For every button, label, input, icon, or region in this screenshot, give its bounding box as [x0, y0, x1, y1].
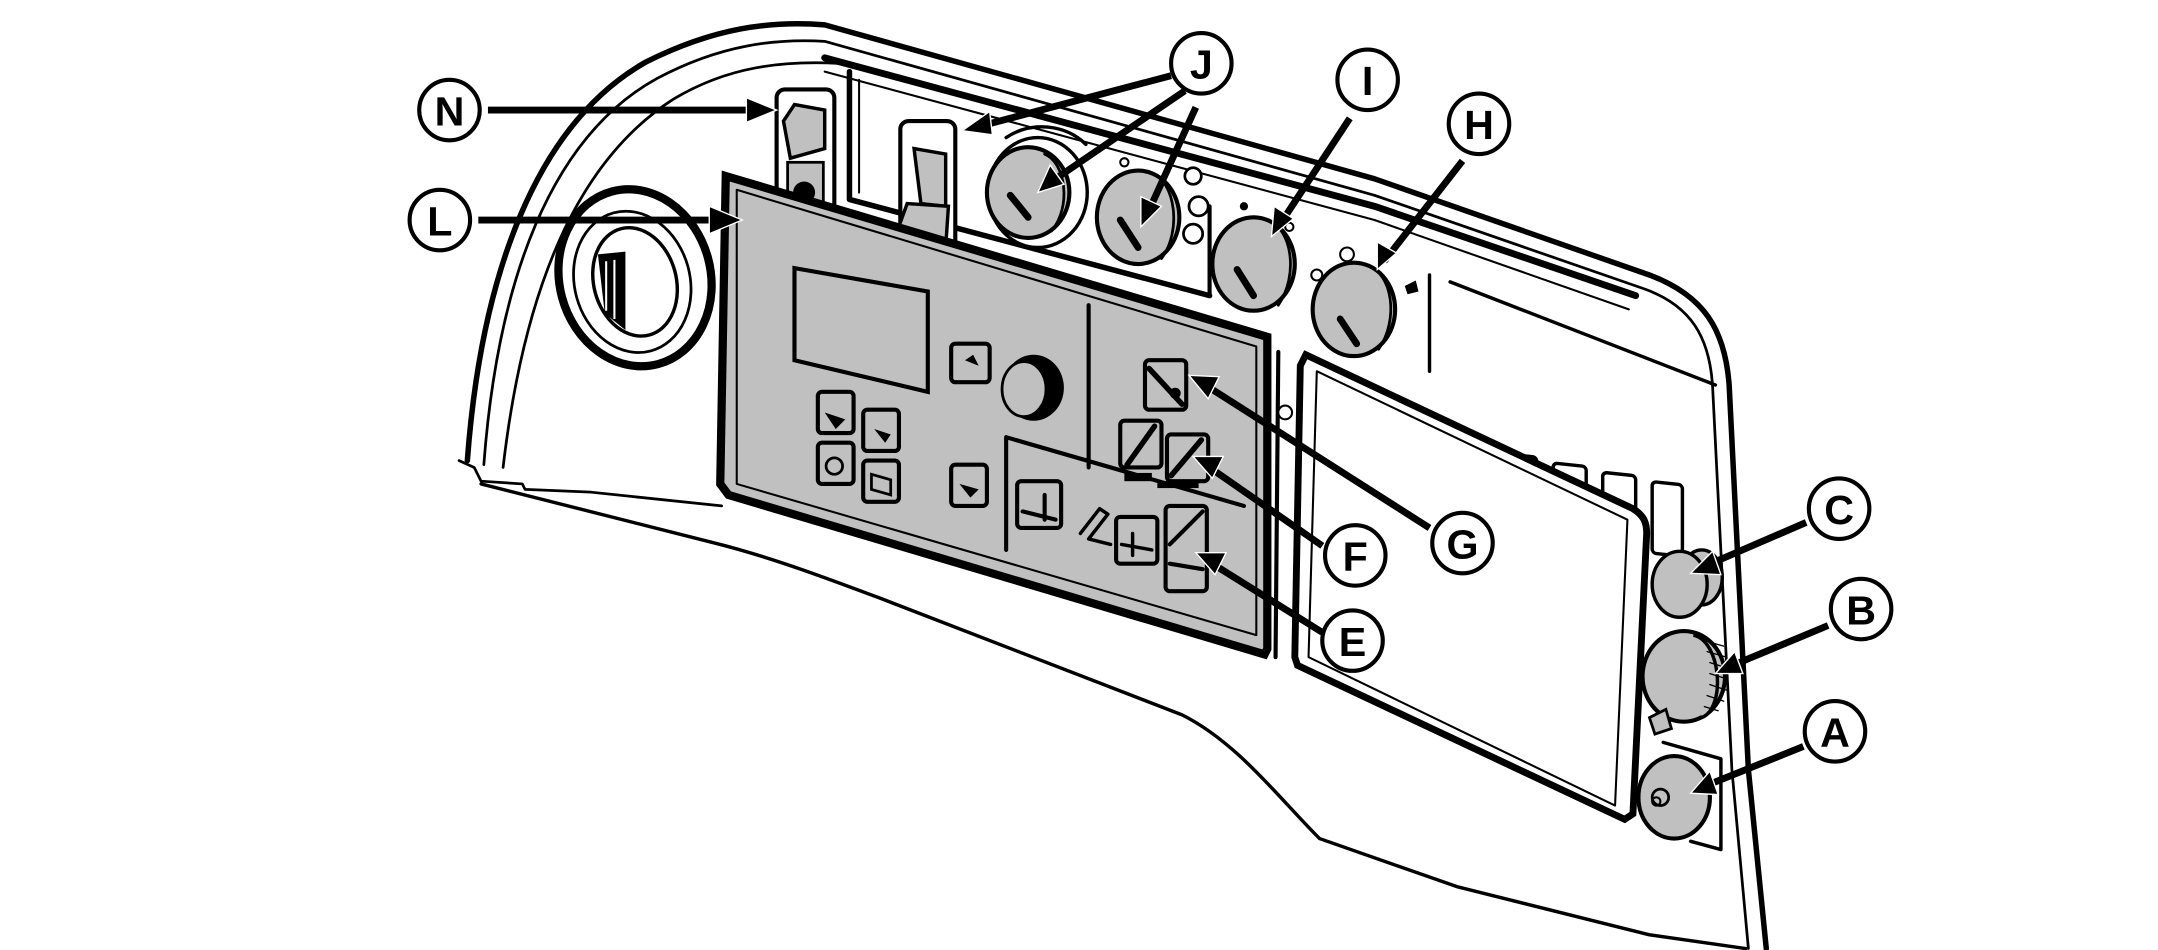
callout-a: A [1802, 699, 1868, 764]
svg-text:L: L [427, 198, 452, 244]
callout-c: C [1806, 476, 1872, 541]
arrowheads [708, 96, 1744, 796]
console-housing [457, 21, 1770, 950]
svg-text:N: N [435, 88, 465, 134]
panel-rotary-encoder[interactable] [1000, 354, 1064, 421]
callout-n: N [417, 77, 482, 143]
knob-a[interactable] [1636, 740, 1723, 852]
panel-button-grid[interactable] [815, 389, 989, 508]
upper-switch-panel [846, 68, 1213, 299]
svg-text:G: G [1446, 521, 1478, 567]
knob-c[interactable] [1650, 548, 1724, 619]
callout-g: G [1430, 510, 1495, 576]
power-outlet-receptacle [554, 185, 716, 371]
knob-b[interactable] [1640, 628, 1729, 736]
svg-text:F: F [1343, 534, 1368, 580]
svg-text:B: B [1846, 587, 1876, 633]
callout-f: F [1322, 523, 1388, 588]
rotary-knob-h[interactable] [1310, 246, 1419, 359]
panel-button-arrow[interactable] [949, 341, 992, 385]
svg-text:I: I [1362, 58, 1373, 104]
svg-text:A: A [1820, 710, 1850, 756]
panel-buttons-e[interactable] [1015, 479, 1209, 594]
svg-text:H: H [1464, 102, 1494, 148]
callout-h: H [1446, 91, 1512, 157]
panel-button-g[interactable] [1142, 358, 1189, 412]
panel-buttons-f[interactable] [1118, 418, 1211, 489]
svg-text:C: C [1824, 487, 1854, 533]
svg-text:J: J [1190, 42, 1213, 88]
callout-b: B [1828, 576, 1894, 642]
callout-i: I [1335, 47, 1400, 113]
callout-j: J [1169, 31, 1234, 96]
right-display-screen [1273, 349, 1651, 824]
panel-display-window [792, 265, 930, 395]
rotary-knob-i[interactable] [1210, 202, 1297, 313]
callout-e: E [1320, 608, 1385, 673]
rotary-knob-j1[interactable] [984, 125, 1089, 250]
leader-lines [478, 72, 1830, 790]
svg-text:E: E [1339, 619, 1367, 665]
callout-l: L [407, 187, 473, 253]
